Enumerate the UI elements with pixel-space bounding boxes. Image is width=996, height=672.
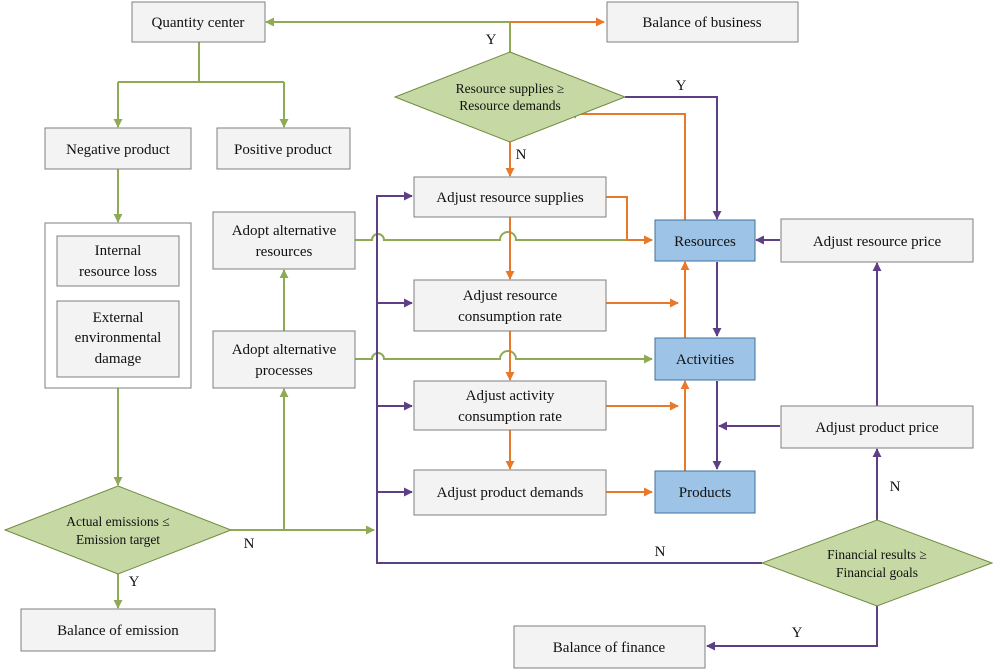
adjust-product-price-label: Adjust product price (815, 420, 939, 436)
external-damage-line1: External (93, 310, 144, 326)
adopt-processes-line1: Adopt alternative (232, 342, 337, 358)
node-emission-decision[interactable]: Actual emissions ≤ Emission target (3, 485, 233, 575)
adjust-resource-consumption-line2: consumption rate (458, 309, 562, 325)
node-quantity-center[interactable]: Quantity center (131, 1, 266, 43)
edge-label-y-emission: Y (129, 574, 140, 590)
edge-resource-yes (625, 96, 722, 220)
emission-decision-line2: Emission target (76, 532, 160, 547)
emission-decision-line1: Actual emissions ≤ (66, 514, 169, 529)
edge-label-y-business: Y (486, 32, 497, 48)
resource-decision-line2: Resource demands (459, 98, 561, 113)
products-label: Products (679, 485, 732, 501)
edge-financial-yes (706, 606, 878, 651)
node-loss-group: Internal resource loss External environm… (44, 222, 192, 389)
positive-product-label: Positive product (234, 142, 333, 158)
adjust-demands-label: Adjust product demands (437, 485, 584, 501)
adjust-resource-price-label: Adjust resource price (813, 234, 942, 250)
node-positive-product[interactable]: Positive product (216, 127, 351, 170)
balance-emission-label: Balance of emission (57, 623, 179, 639)
node-adopt-alternative-resources[interactable]: Adopt alternative resources (212, 211, 356, 270)
internal-loss-line2: resource loss (79, 264, 157, 280)
node-adjust-product-demands[interactable]: Adjust product demands (413, 469, 607, 516)
edge-resources-to-diamond (567, 109, 686, 221)
negative-product-label: Negative product (66, 142, 171, 158)
node-resources[interactable]: Resources (654, 219, 756, 262)
adopt-resources-line2: resources (256, 244, 313, 260)
edge-alt-processes-to-activities (355, 350, 653, 364)
node-activities[interactable]: Activities (654, 337, 756, 381)
edge-labels: Y Y N N Y N N Y (129, 32, 901, 641)
edge-alt-resources-to-resources (355, 231, 653, 245)
adjust-supplies-label: Adjust resource supplies (436, 190, 584, 206)
resources-label: Resources (674, 234, 736, 250)
external-damage-line3: damage (95, 351, 142, 367)
edge-supplies-to-resources (606, 196, 653, 245)
edge-label-n-financial: N (655, 544, 666, 560)
adjust-activity-consumption-line2: consumption rate (458, 409, 562, 425)
node-products[interactable]: Products (654, 470, 756, 514)
external-damage-line2: environmental (75, 330, 162, 346)
node-adjust-activity-consumption[interactable]: Adjust activity consumption rate (413, 380, 607, 431)
node-balance-emission[interactable]: Balance of emission (20, 608, 216, 652)
internal-loss-line1: Internal (95, 243, 142, 259)
edge-label-n-price: N (890, 479, 901, 495)
edge-label-n-resource: N (516, 147, 527, 163)
adopt-processes-line2: processes (255, 363, 313, 379)
balance-business-label: Balance of business (642, 15, 761, 31)
node-balance-business[interactable]: Balance of business (606, 1, 799, 43)
node-resource-decision[interactable]: Resource supplies ≥ Resource demands (393, 51, 627, 143)
adopt-resources-line1: Adopt alternative (232, 223, 337, 239)
node-negative-product[interactable]: Negative product (44, 127, 192, 170)
quantity-center-label: Quantity center (152, 15, 245, 31)
node-adopt-alternative-processes[interactable]: Adopt alternative processes (212, 330, 356, 389)
edges (113, 17, 882, 651)
resource-decision-line1: Resource supplies ≥ (456, 81, 565, 96)
node-internal-resource-loss[interactable]: Internal resource loss (56, 235, 180, 287)
node-adjust-product-price[interactable]: Adjust product price (780, 405, 974, 449)
node-external-environmental-damage[interactable]: External environmental damage (56, 300, 180, 378)
edge-financial-no-left (376, 191, 762, 564)
node-adjust-resource-supplies[interactable]: Adjust resource supplies (413, 176, 607, 218)
financial-decision-line2: Financial goals (836, 565, 918, 580)
balance-finance-label: Balance of finance (553, 640, 666, 656)
node-adjust-resource-consumption[interactable]: Adjust resource consumption rate (413, 279, 607, 332)
node-balance-finance[interactable]: Balance of finance (513, 625, 706, 669)
edge-label-y-finance: Y (792, 625, 803, 641)
financial-decision-line1: Financial results ≥ (827, 547, 927, 562)
activities-label: Activities (676, 352, 734, 368)
adjust-activity-consumption-line1: Adjust activity (466, 388, 555, 404)
edge-label-y-resource: Y (676, 78, 687, 94)
node-adjust-resource-price[interactable]: Adjust resource price (780, 218, 974, 263)
adjust-resource-consumption-line1: Adjust resource (463, 288, 558, 304)
edge-label-n-emission: N (244, 536, 255, 552)
node-financial-decision[interactable]: Financial results ≥ Financial goals (760, 519, 994, 607)
